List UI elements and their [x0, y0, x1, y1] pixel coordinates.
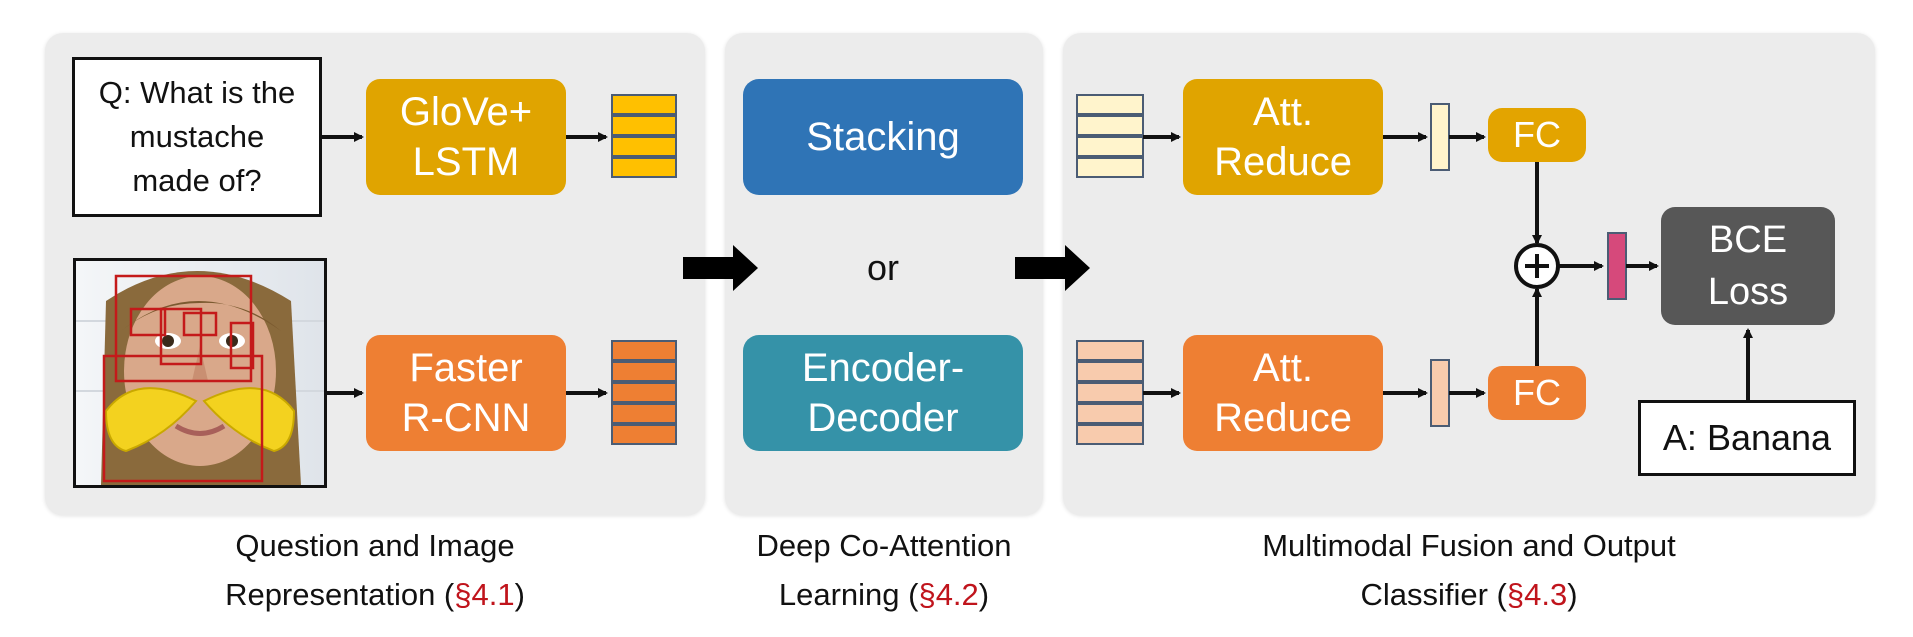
face-image [73, 258, 327, 488]
image-feature-stack [611, 340, 677, 445]
encoder-decoder-box: Encoder- Decoder [743, 335, 1023, 451]
attended-image-stack [1076, 340, 1144, 445]
block-arrow-2 [1015, 245, 1090, 291]
question-feature-stack [611, 94, 677, 178]
answer-box: A: Banana [1638, 400, 1856, 476]
question-box: Q: What is the mustache made of? [72, 57, 322, 217]
att-reduce-bottom-box: Att. Reduce [1183, 335, 1383, 451]
glove-lstm-box: GloVe+ LSTM [366, 79, 566, 195]
fused-vector [1607, 232, 1627, 300]
caption-section-2: Deep Co-Attention Learning (§4.2) [756, 528, 1012, 612]
face-photo-drawing [76, 261, 324, 485]
fc-top-box: FC [1488, 108, 1586, 162]
caption-section-3: Multimodal Fusion and Output Classifier … [1262, 528, 1676, 612]
bce-loss-box: BCE Loss [1661, 207, 1835, 325]
fc-bottom-box: FC [1488, 366, 1586, 420]
reduced-image-vector [1430, 359, 1450, 427]
stacking-box: Stacking [743, 79, 1023, 195]
attended-question-stack [1076, 94, 1144, 178]
or-label: or [866, 247, 899, 288]
caption-section-1: Question and Image Representation (§4.1) [225, 528, 525, 612]
att-reduce-top-box: Att. Reduce [1183, 79, 1383, 195]
faster-rcnn-box: Faster R-CNN [366, 335, 566, 451]
reduced-question-vector [1430, 103, 1450, 171]
block-arrow-1 [683, 245, 758, 291]
